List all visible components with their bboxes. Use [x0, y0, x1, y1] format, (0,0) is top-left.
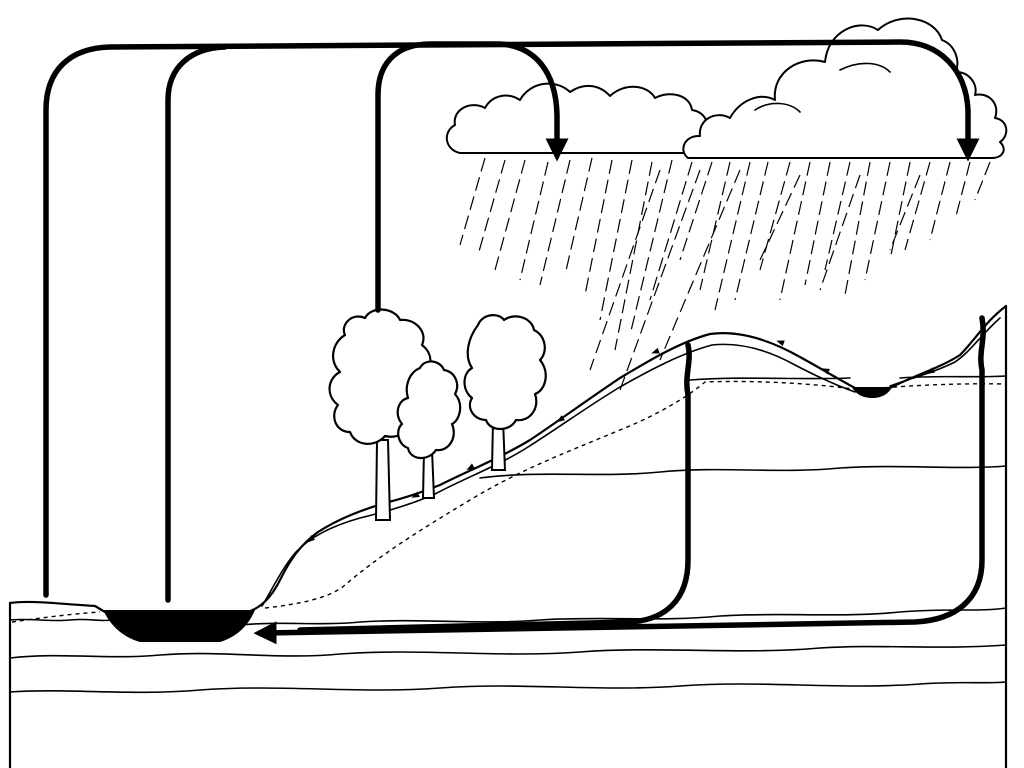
runoff-arrowhead: [651, 347, 660, 354]
rain-streak: [699, 161, 731, 291]
layer-upland-2: [479, 465, 1007, 479]
water-table: [264, 380, 1006, 609]
rain-streak: [904, 161, 931, 251]
flow-arrows: [43, 39, 986, 645]
rain-streak: [629, 159, 673, 336]
rain-streak: [779, 161, 811, 301]
cloud-left: [445, 82, 712, 154]
layer-upland-1: [689, 375, 1007, 381]
rain-streak: [589, 169, 661, 371]
rain-streak: [759, 174, 801, 261]
runoff-arrowhead: [926, 367, 935, 374]
rain-streak: [804, 161, 831, 286]
rain-streak: [477, 159, 506, 256]
tree-2: [396, 360, 462, 499]
rain-streak: [819, 174, 861, 291]
layer-3: [9, 681, 1007, 694]
rain-streak: [584, 159, 613, 296]
tree-3: [463, 314, 547, 471]
layer-1: [9, 607, 1007, 626]
rain-streak: [864, 161, 891, 281]
runoff-arrowhead: [776, 340, 785, 347]
layer-2: [9, 644, 1007, 659]
runoff-arrowhead: [466, 463, 475, 470]
rain-streak: [659, 169, 741, 361]
rain-streak: [614, 161, 653, 351]
groundwater-flow-arrow: [297, 342, 692, 633]
transpiration-arrow: [375, 41, 569, 313]
ground: [8, 304, 1008, 768]
runoff-arrowhead: [556, 415, 565, 423]
rain: [459, 157, 991, 391]
rain-streak: [974, 161, 991, 201]
water-table-left: [11, 611, 101, 623]
rain-streak: [759, 161, 791, 271]
rain-streak: [824, 161, 851, 271]
rain-streak: [929, 161, 951, 241]
rain-streak: [649, 161, 693, 301]
runoff-arrowhead: [411, 491, 420, 498]
evaporation-from-lake-2-arrow: [165, 44, 228, 603]
rain-streak: [714, 161, 751, 311]
rain-streak: [519, 161, 549, 281]
rain-streak: [564, 157, 593, 276]
deep-groundwater-flow-arrow: [253, 315, 986, 645]
rain-streak: [954, 161, 971, 221]
rain-streak: [844, 161, 871, 296]
rain-streak: [889, 161, 911, 261]
rain-streak: [889, 174, 921, 251]
upland-pond: [852, 387, 892, 398]
rain-streak: [734, 161, 769, 301]
rain-streak: [459, 157, 486, 246]
runoff-arrowhead: [821, 368, 830, 375]
runoff-arrows: [306, 340, 935, 543]
runoff-arrowhead: [306, 535, 315, 543]
lake: [103, 610, 255, 642]
rain-streak: [679, 161, 713, 261]
rain-streak: [494, 159, 526, 271]
rain-streak: [539, 159, 571, 286]
rain-streak: [599, 159, 633, 321]
trees: [328, 308, 547, 521]
cloud-right: [682, 17, 1008, 159]
